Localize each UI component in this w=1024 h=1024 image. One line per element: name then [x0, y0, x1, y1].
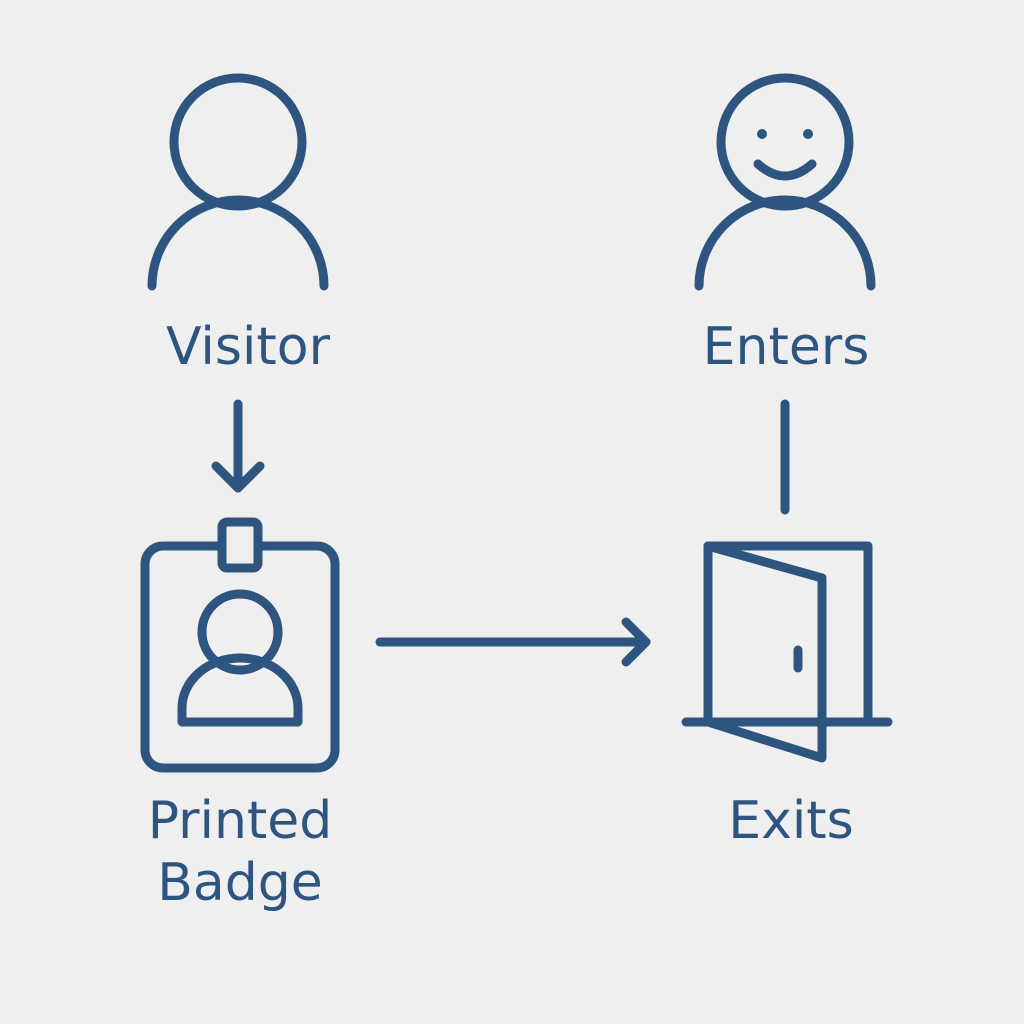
id-badge-icon [140, 517, 340, 773]
node-label-visitor: Visitor [166, 317, 330, 377]
arrow-visitor-to-badge [211, 399, 265, 493]
node-label-printed-badge: Printed Badge [90, 790, 390, 914]
person-icon [147, 73, 329, 291]
node-label-exits: Exits [728, 791, 854, 851]
node-label-printed-badge-line1: Printed [147, 791, 333, 851]
smiling-person-icon [694, 73, 876, 291]
node-label-printed-badge-line2: Badge [157, 853, 323, 913]
open-door-icon [681, 541, 893, 763]
arrow-badge-to-exits [375, 617, 651, 667]
node-label-enters: Enters [702, 317, 870, 377]
